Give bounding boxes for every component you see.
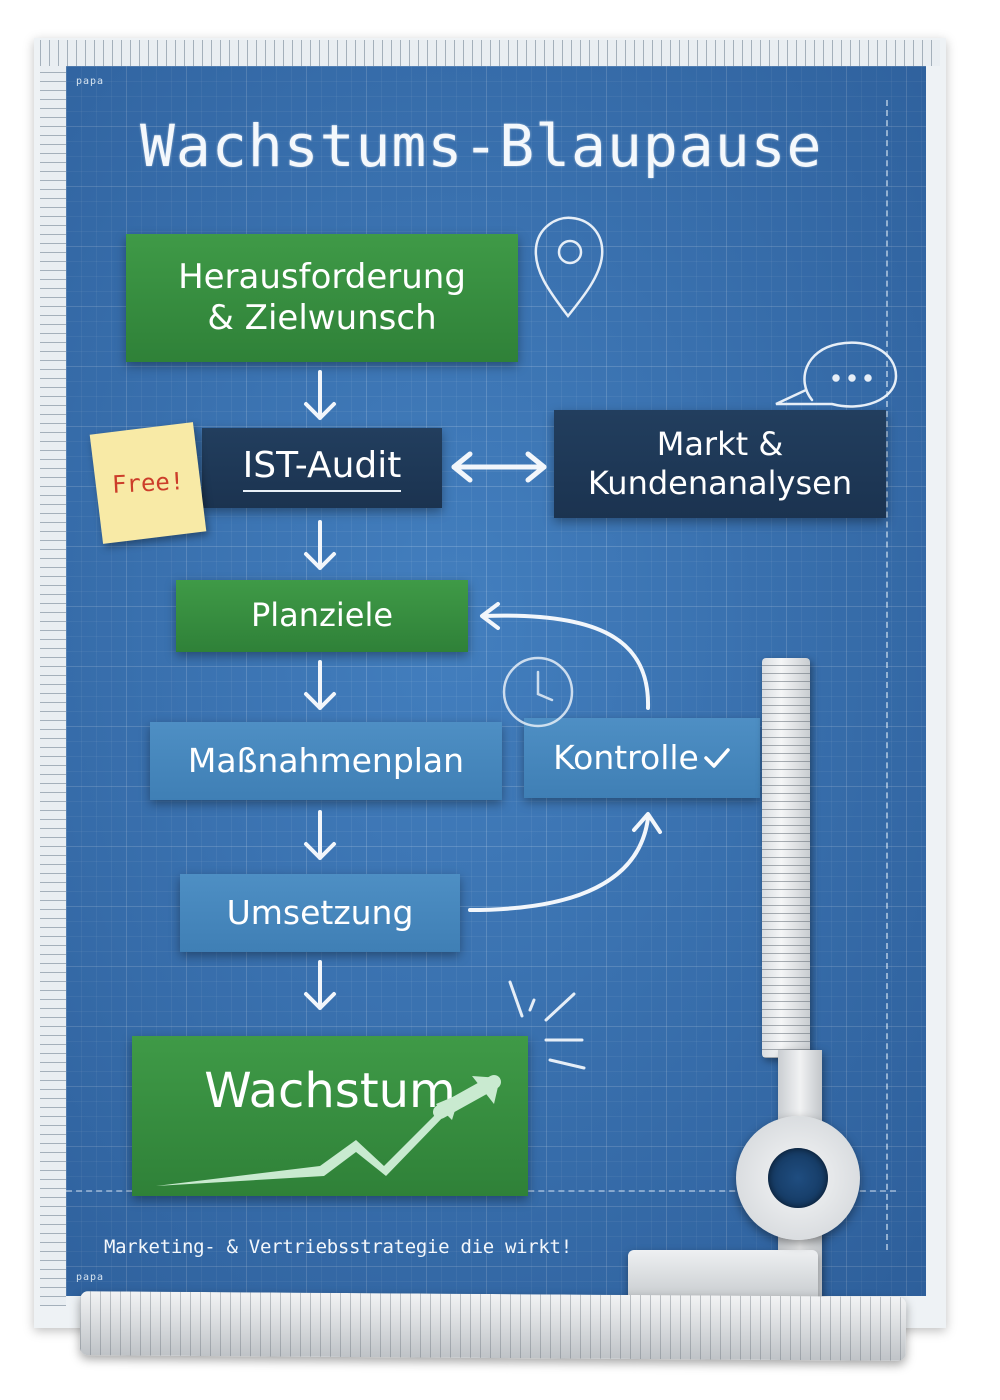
corner-mark-top: papa (76, 76, 105, 87)
vertical-ruler (762, 658, 810, 1058)
page-title: Wachstums-Blaupause (140, 112, 823, 180)
protractor-base (628, 1250, 818, 1302)
sticky-note-text: Free! (111, 467, 185, 499)
top-ruler-edge (40, 40, 940, 66)
dashed-margin-right (886, 100, 888, 1250)
free-sticky-note: Free! (89, 422, 207, 544)
tagline: Marketing- & Vertriebsstrategie die wirk… (104, 1236, 572, 1258)
protractor-dial-center (768, 1148, 828, 1208)
left-ruler-edge (40, 66, 66, 1306)
box-massnahmenplan: Maßnahmenplan (150, 722, 502, 800)
box-wachstum-label: Wachstum (204, 1063, 456, 1119)
box-planziele: Planziele (176, 580, 468, 652)
checkmark-icon (704, 748, 730, 768)
corner-mark-bottom: papa (76, 1272, 105, 1283)
box-umsetzung: Umsetzung (180, 874, 460, 952)
box-kontrolle-label: Kontrolle (553, 737, 699, 777)
box-ist-audit: IST-Audit (202, 428, 442, 508)
bottom-ruler (79, 1291, 907, 1361)
box-market-analysis: Markt & Kundenanalysen (554, 410, 886, 518)
box-kontrolle: Kontrolle (524, 718, 760, 798)
box-ist-audit-label: IST-Audit (242, 444, 402, 492)
box-wachstum: Wachstum (132, 1036, 528, 1196)
box-challenge: Herausforderung & Zielwunsch (126, 234, 518, 362)
